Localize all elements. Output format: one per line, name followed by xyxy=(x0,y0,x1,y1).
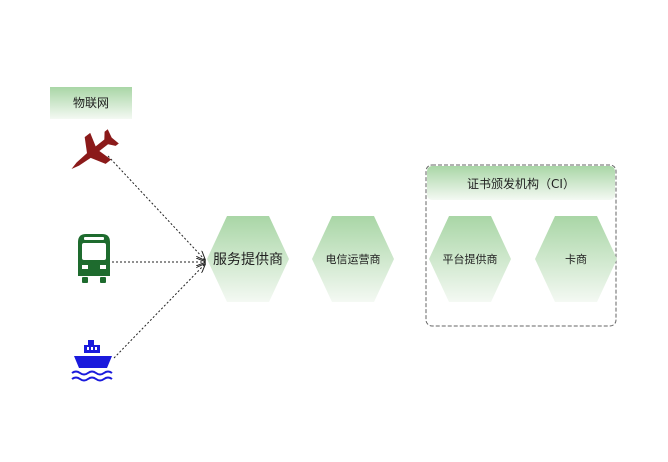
service-provider-label: 服务提供商 xyxy=(213,252,283,268)
iot-label-box: 物联网 xyxy=(50,87,132,119)
platform-provider-label: 平台提供商 xyxy=(443,252,498,266)
card-vendor-node: 卡商 xyxy=(535,216,617,302)
arrow-airplane-to-service xyxy=(107,155,205,260)
card-vendor-label: 卡商 xyxy=(565,252,587,266)
airplane-icon xyxy=(71,129,119,170)
telecom-operator-label: 电信运营商 xyxy=(326,252,381,266)
bus-icon xyxy=(78,234,110,283)
service-provider-node: 服务提供商 xyxy=(207,216,289,302)
arrow-ship-to-service xyxy=(113,264,205,359)
platform-provider-node: 平台提供商 xyxy=(429,216,511,302)
iot-label: 物联网 xyxy=(73,96,109,110)
connector-arrows xyxy=(107,155,205,359)
telecom-operator-node: 电信运营商 xyxy=(312,216,394,302)
ci-group-title: 证书颁发机构（CI） xyxy=(467,176,575,191)
ship-icon xyxy=(71,340,113,382)
